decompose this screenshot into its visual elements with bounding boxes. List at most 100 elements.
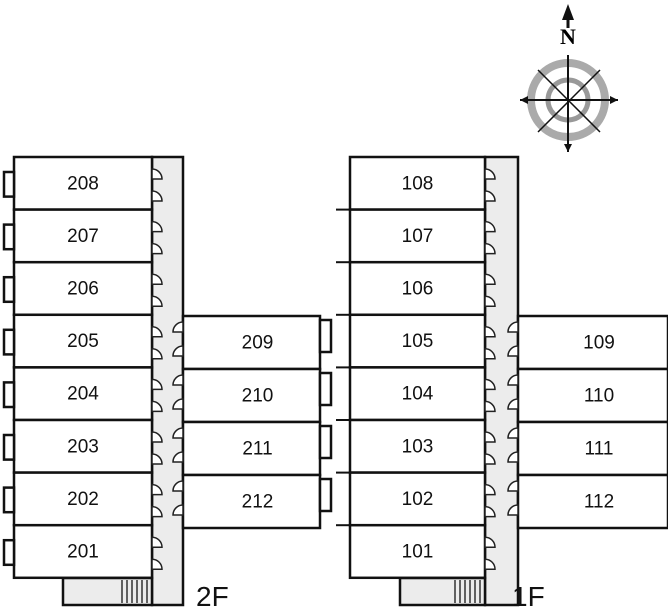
compass-icon: N <box>520 4 618 152</box>
unit-room <box>516 367 668 424</box>
unit-102[interactable]: 102 <box>336 471 496 527</box>
unit-room <box>348 471 487 527</box>
unit-205[interactable]: 205 <box>2 313 163 369</box>
unit-210[interactable]: 210 <box>172 367 333 424</box>
door-icon <box>507 321 519 357</box>
unit-number: 212 <box>242 492 274 513</box>
unit-112[interactable]: 112 <box>507 473 668 530</box>
unit-room <box>348 523 487 580</box>
unit-number: 209 <box>242 333 274 354</box>
balcony <box>318 477 333 513</box>
unit-108[interactable]: 108 <box>348 155 496 211</box>
unit-201[interactable]: 201 <box>2 523 163 580</box>
floor-1f: 108 107 106 105 104 103 102 101 109 110 111 112 1F <box>336 155 668 610</box>
unit-105[interactable]: 105 <box>336 313 496 369</box>
door-icon <box>151 220 163 255</box>
unit-207[interactable]: 207 <box>2 208 163 264</box>
door-icon <box>484 168 496 202</box>
door-icon <box>484 326 496 360</box>
unit-109[interactable]: 109 <box>507 314 668 371</box>
floor-label: 2F <box>196 581 229 610</box>
balcony <box>318 371 333 407</box>
unit-number: 201 <box>67 542 99 563</box>
unit-number: 105 <box>402 331 434 352</box>
unit-room <box>12 471 154 527</box>
unit-number: 106 <box>402 279 434 300</box>
unit-room <box>181 473 322 530</box>
unit-number: 102 <box>402 489 434 510</box>
door-icon <box>507 427 519 463</box>
unit-room <box>348 366 487 422</box>
unit-107[interactable]: 107 <box>336 208 496 264</box>
unit-204[interactable]: 204 <box>2 366 163 422</box>
balcony <box>2 328 16 356</box>
unit-number: 112 <box>584 492 614 513</box>
balcony <box>2 275 16 304</box>
unit-number: 111 <box>585 439 614 460</box>
unit-111[interactable]: 111 <box>507 420 668 477</box>
door-icon <box>172 374 184 410</box>
unit-103[interactable]: 103 <box>336 418 496 474</box>
unit-211[interactable]: 211 <box>172 420 333 477</box>
door-icon <box>507 480 519 516</box>
balcony <box>2 433 16 461</box>
unit-room <box>12 155 154 211</box>
unit-room <box>181 314 322 371</box>
balcony <box>2 381 16 409</box>
floor-label: 1F <box>512 581 545 610</box>
unit-number: 103 <box>402 436 434 457</box>
unit-number: 208 <box>67 173 99 194</box>
unit-209[interactable]: 209 <box>172 314 333 371</box>
balcony <box>318 424 333 460</box>
door-icon <box>484 220 496 255</box>
door-icon <box>172 480 184 516</box>
unit-number: 211 <box>242 439 272 460</box>
unit-number: 205 <box>67 331 99 352</box>
unit-room <box>348 208 487 264</box>
unit-104[interactable]: 104 <box>336 366 496 422</box>
unit-number: 108 <box>402 173 434 194</box>
unit-room <box>12 313 154 369</box>
unit-number: 203 <box>67 436 99 457</box>
unit-number: 206 <box>67 279 99 300</box>
unit-number: 101 <box>402 542 434 563</box>
unit-number: 107 <box>402 226 434 247</box>
door-icon <box>151 378 163 413</box>
door-icon <box>484 536 496 570</box>
unit-number: 104 <box>402 384 434 405</box>
unit-106[interactable]: 106 <box>336 260 496 317</box>
door-icon <box>507 374 519 410</box>
unit-room <box>348 418 487 474</box>
unit-number: 204 <box>67 384 99 405</box>
door-icon <box>484 431 496 465</box>
unit-101[interactable]: 101 <box>336 523 496 580</box>
unit-203[interactable]: 203 <box>2 418 163 474</box>
north-label: N <box>560 24 576 49</box>
door-icon <box>151 536 163 570</box>
unit-212[interactable]: 212 <box>172 473 333 530</box>
balcony <box>2 223 16 251</box>
door-icon <box>484 273 496 307</box>
unit-110[interactable]: 110 <box>507 367 668 424</box>
door-icon <box>172 427 184 463</box>
unit-202[interactable]: 202 <box>2 471 163 527</box>
unit-room <box>348 155 487 211</box>
unit-number: 207 <box>67 226 99 247</box>
unit-room <box>348 260 487 317</box>
unit-number: 109 <box>583 333 615 354</box>
unit-208[interactable]: 208 <box>2 155 163 211</box>
balcony <box>2 486 16 514</box>
door-icon <box>484 483 496 518</box>
unit-room <box>348 313 487 369</box>
balcony <box>2 170 16 198</box>
staircase <box>61 576 154 607</box>
unit-206[interactable]: 206 <box>2 260 163 317</box>
balcony <box>318 318 333 354</box>
unit-room <box>12 260 154 317</box>
balcony <box>2 538 16 567</box>
unit-number: 210 <box>242 386 274 407</box>
door-icon <box>172 321 184 357</box>
staircase <box>398 576 487 607</box>
